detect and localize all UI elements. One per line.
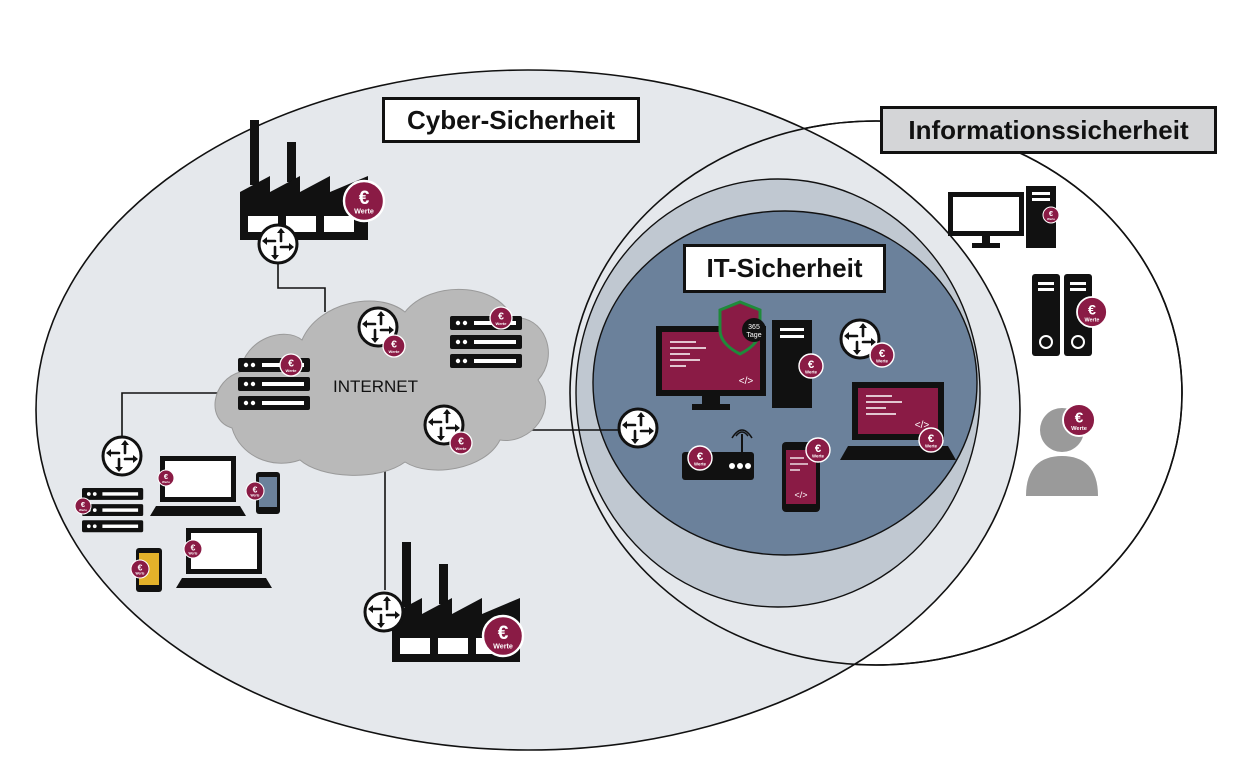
euro-badge-icon: €Werte (805, 437, 831, 463)
euro-symbol: € (808, 359, 815, 371)
euro-badge-icon: €Werte (1042, 206, 1060, 224)
euro-symbol: € (359, 188, 370, 209)
euro-symbol: € (498, 312, 504, 323)
euro-symbol: € (81, 500, 86, 509)
euro-symbol: € (1075, 409, 1084, 426)
code-tag: </> (794, 490, 807, 500)
euro-badge-icon: €Werte (869, 342, 895, 368)
euro-badge-icon: €Werte (245, 481, 265, 501)
router-icon (257, 223, 299, 265)
internet-label: INTERNET (333, 377, 418, 396)
shield-label: Tage (746, 332, 761, 339)
euro-symbol: € (697, 451, 704, 463)
werte-label: Werte (389, 349, 401, 354)
euro-symbol: € (498, 623, 509, 644)
werte-label: Werte (286, 368, 298, 373)
euro-badge-icon: €Werte (157, 469, 175, 487)
shield-icon: 365 Tage (718, 300, 766, 356)
cyber-sicherheit-label: Cyber-Sicherheit (382, 97, 640, 143)
euro-symbol: € (879, 348, 886, 360)
euro-badge-icon: €Werte (1076, 296, 1108, 328)
werte-label: Werte (136, 572, 145, 576)
euro-symbol: € (1049, 209, 1054, 218)
code-tag: </> (915, 420, 930, 431)
server-icon (82, 488, 143, 532)
euro-badge-icon: €Werte (489, 306, 513, 330)
euro-badge-icon: €Werte (918, 427, 944, 453)
laptop-icon (176, 528, 272, 588)
euro-symbol: € (458, 437, 464, 448)
server-icon (450, 316, 522, 368)
router-icon (363, 591, 405, 633)
euro-symbol: € (138, 562, 143, 572)
euro-symbol: € (191, 542, 196, 552)
werte-label: Werte (354, 206, 374, 215)
werte-label: Werte (189, 552, 198, 556)
euro-symbol: € (253, 484, 258, 494)
werte-label: Werte (493, 641, 513, 650)
euro-badge-icon: €Werte (687, 445, 713, 471)
werte-label: Werte (1047, 217, 1055, 221)
euro-symbol: € (164, 472, 169, 481)
euro-badge-icon: €Werte (342, 179, 386, 223)
euro-badge-icon: €Werte (183, 539, 203, 559)
euro-symbol: € (288, 359, 294, 370)
werte-label: Werte (456, 446, 468, 451)
werte-label: Werte (925, 443, 938, 448)
euro-badge-icon: €Werte (1062, 403, 1096, 437)
router-icon (617, 407, 659, 449)
werte-label: Werte (1071, 426, 1087, 432)
werte-label: Werte (1085, 317, 1100, 323)
werte-label: Werte (251, 494, 260, 498)
euro-symbol: € (815, 443, 822, 455)
euro-badge-icon: €Werte (130, 559, 150, 579)
werte-label: Werte (805, 369, 818, 374)
binder-icon (1032, 274, 1060, 356)
euro-badge-icon: €Werte (279, 353, 303, 377)
laptop-icon-code: </> (840, 382, 956, 460)
phone-icon (256, 472, 280, 514)
werte-label: Werte (812, 453, 825, 458)
werte-label: Werte (496, 321, 508, 326)
euro-badge-icon: €Werte (449, 431, 473, 455)
shield-days: 365 (748, 324, 760, 331)
euro-symbol: € (391, 340, 397, 351)
werte-label: Werte (694, 461, 707, 466)
it-sicherheit-label: IT-Sicherheit (683, 244, 886, 293)
werte-label: Werte (79, 508, 87, 512)
euro-badge-icon: €Werte (382, 334, 406, 358)
code-tag: </> (739, 376, 754, 387)
euro-symbol: € (1088, 302, 1096, 318)
desktop-monitor-icon (948, 192, 1024, 248)
euro-badge-icon: €Werte (74, 497, 92, 515)
werte-label: Werte (876, 358, 889, 363)
router-icon (101, 435, 143, 477)
euro-badges: €Werte€Werte€Werte€Werte€Werte€Werte€Wer… (74, 179, 1108, 658)
euro-badge-icon: €Werte (798, 353, 824, 379)
werte-label: Werte (162, 480, 170, 484)
euro-badge-icon: €Werte (481, 614, 525, 658)
euro-symbol: € (928, 433, 935, 445)
informationssicherheit-label: Informationssicherheit (880, 106, 1217, 154)
